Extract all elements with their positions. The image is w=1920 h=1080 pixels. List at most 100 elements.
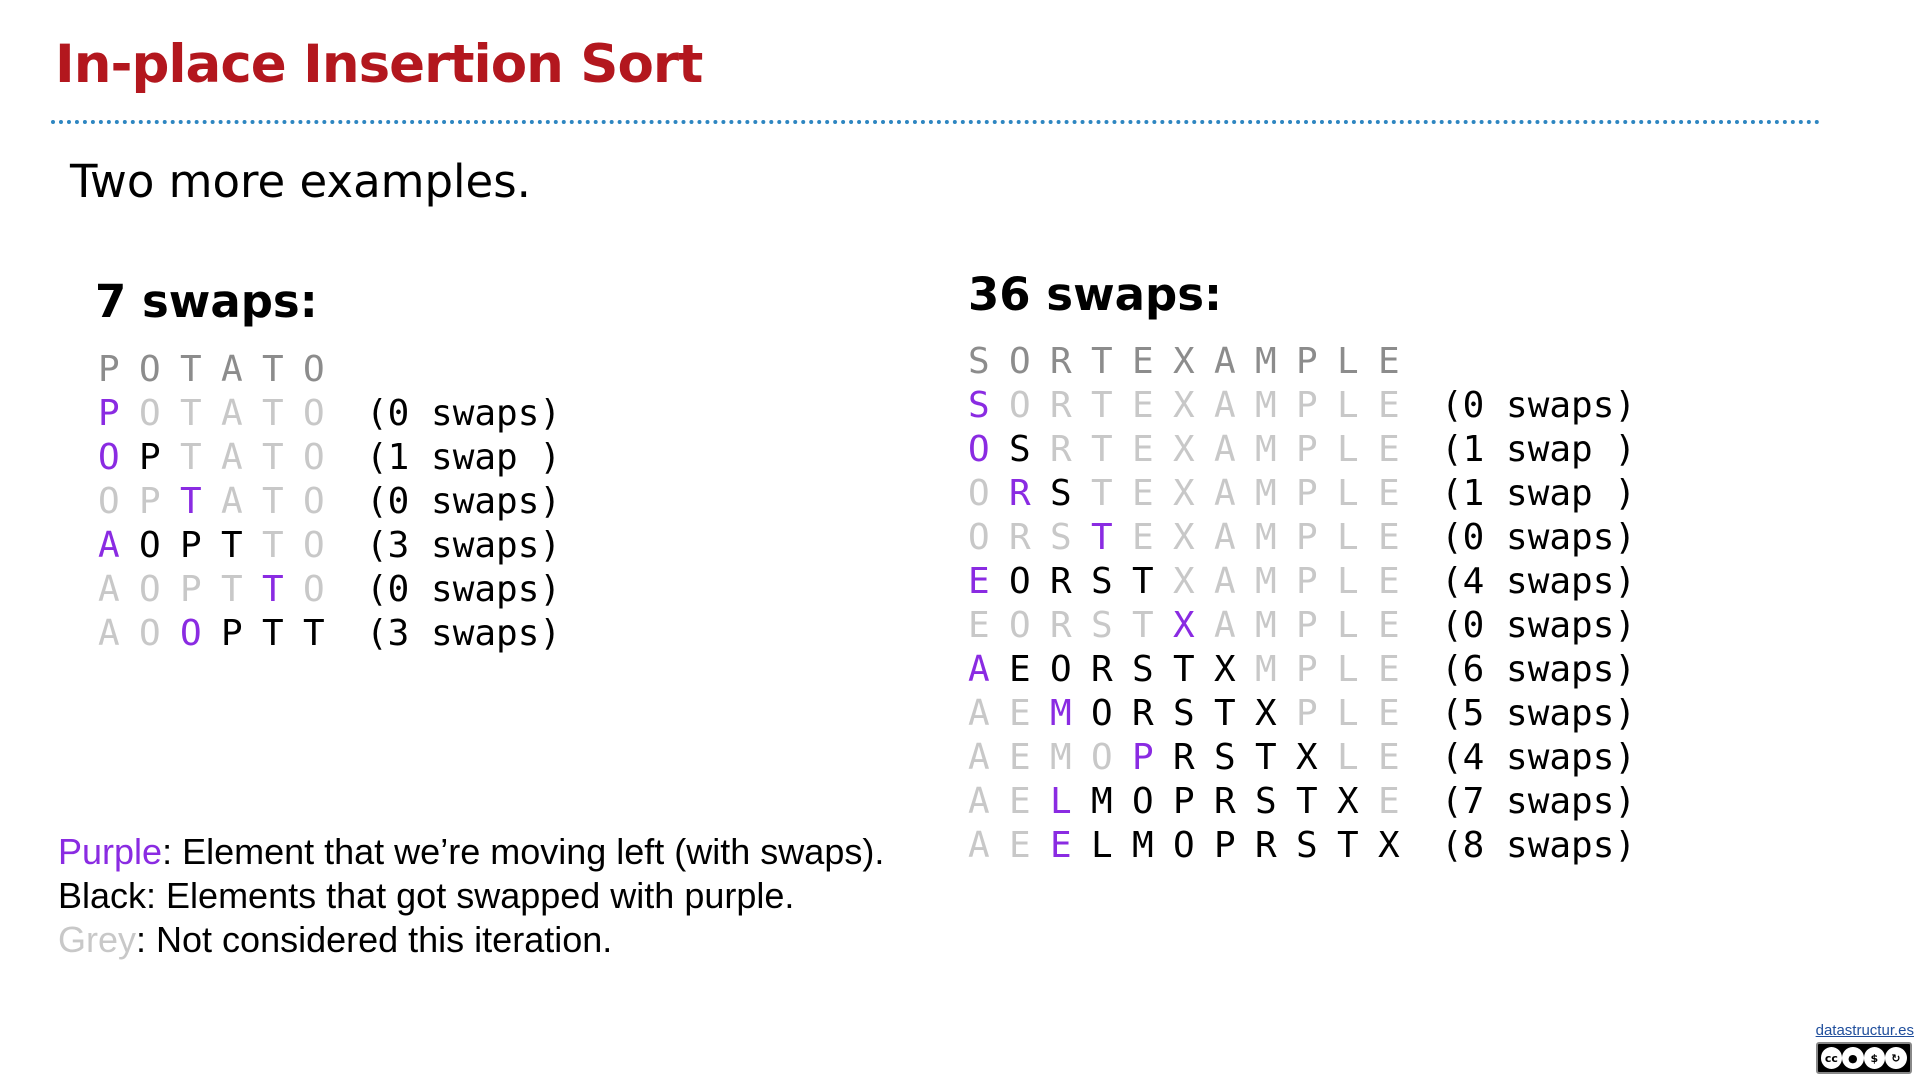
trace-letter: R xyxy=(1009,517,1031,558)
trace-letter: E xyxy=(1009,649,1031,690)
color-legend: Purple: Element that we’re moving left (… xyxy=(58,830,884,962)
trace-letter: T xyxy=(180,393,202,434)
trace-letter: T xyxy=(262,613,284,654)
trace-letter: O xyxy=(968,473,990,514)
trace-letter: T xyxy=(1091,517,1113,558)
trace-letter: A xyxy=(968,693,990,734)
trace-letter: S xyxy=(1132,649,1154,690)
trace-letter: E xyxy=(1009,781,1031,822)
trace-letter: X xyxy=(1214,649,1236,690)
trace-letter: R xyxy=(1050,385,1072,426)
cc-icon: cc xyxy=(1820,1047,1843,1069)
trace-letter: P xyxy=(139,437,161,478)
trace-letter: P xyxy=(1296,649,1318,690)
trace-letter: M xyxy=(1255,429,1277,470)
trace-letter: X xyxy=(1173,473,1195,514)
trace-letter: L xyxy=(1050,781,1072,822)
trace-letter: E xyxy=(1378,781,1400,822)
trace-letter: O xyxy=(139,393,161,434)
trace-letter: A xyxy=(98,613,120,654)
trace-letter: R xyxy=(1050,341,1072,382)
trace-letter: E xyxy=(1132,341,1154,382)
trace-letter: S xyxy=(1296,825,1318,866)
trace-letter: T xyxy=(1173,649,1195,690)
trace-letter: P xyxy=(139,481,161,522)
cc-by-nc-sa-icon: cc ● $ ↻ xyxy=(1815,1042,1912,1074)
trace-letter: T xyxy=(221,569,243,610)
legend-purple-text: : Element that we’re moving left (with s… xyxy=(162,831,885,872)
nc-icon: $ xyxy=(1863,1047,1886,1069)
trace-letter: O xyxy=(1009,605,1031,646)
trace-letter: A xyxy=(1214,341,1236,382)
trace-letter: L xyxy=(1337,341,1359,382)
trace-letter: L xyxy=(1337,429,1359,470)
trace-letter: M xyxy=(1255,561,1277,602)
trace-letter: E xyxy=(1378,649,1400,690)
trace-letter: E xyxy=(1009,825,1031,866)
trace-letter: O xyxy=(180,613,202,654)
swap-count: (0 swaps) xyxy=(366,481,562,522)
credit-block: datastructur.es cc ● $ ↻ xyxy=(1815,1022,1914,1074)
trace-letter: S xyxy=(1091,561,1113,602)
trace-letter: T xyxy=(1091,429,1113,470)
trace-letter: T xyxy=(180,437,202,478)
trace-letter: A xyxy=(968,737,990,778)
trace-letter: X xyxy=(1255,693,1277,734)
trace-letter: X xyxy=(1173,341,1195,382)
trace-letter: O xyxy=(1009,385,1031,426)
trace-letter: O xyxy=(1009,561,1031,602)
trace-letter: E xyxy=(1378,561,1400,602)
trace-letter: A xyxy=(968,649,990,690)
trace-letter: L xyxy=(1091,825,1113,866)
trace-letter: M xyxy=(1132,825,1154,866)
credit-link[interactable]: datastructur.es xyxy=(1815,1022,1914,1039)
trace-letter: O xyxy=(1132,781,1154,822)
trace-letter: A xyxy=(1214,385,1236,426)
trace-letter: O xyxy=(139,349,161,390)
trace-letter: R xyxy=(1091,649,1113,690)
sa-icon: ↻ xyxy=(1885,1047,1907,1069)
legend-purple: Purple: Element that we’re moving left (… xyxy=(58,830,884,874)
trace-letter: A xyxy=(98,525,120,566)
trace-letter: R xyxy=(1050,429,1072,470)
swap-count: (3 swaps) xyxy=(366,525,562,566)
example1-heading: 7 swaps: xyxy=(95,275,318,328)
trace-letter: R xyxy=(1050,561,1072,602)
legend-grey-text: : Not considered this iteration. xyxy=(136,919,613,960)
trace-letter: O xyxy=(1091,693,1113,734)
legend-black-text: Black: Elements that got swapped with pu… xyxy=(58,875,795,916)
trace-letter: T xyxy=(1255,737,1277,778)
slide-subtitle: Two more examples. xyxy=(70,155,531,208)
swap-count: (4 swaps) xyxy=(1441,737,1637,778)
legend-black: Black: Elements that got swapped with pu… xyxy=(58,874,884,918)
trace-letter: T xyxy=(1296,781,1318,822)
trace-letter: P xyxy=(98,349,120,390)
trace-letter: X xyxy=(1378,825,1400,866)
trace-letter: R xyxy=(1009,473,1031,514)
trace-letter: P xyxy=(98,393,120,434)
trace-letter: M xyxy=(1255,385,1277,426)
trace-letter: A xyxy=(1214,473,1236,514)
swap-count: (6 swaps) xyxy=(1441,649,1637,690)
trace-letter: T xyxy=(180,349,202,390)
trace-letter: R xyxy=(1132,693,1154,734)
trace-letter: O xyxy=(303,437,325,478)
trace-letter: R xyxy=(1214,781,1236,822)
trace-letter: T xyxy=(221,525,243,566)
trace-letter: P xyxy=(1296,561,1318,602)
trace-letter: S xyxy=(968,341,990,382)
trace-letter: O xyxy=(1050,649,1072,690)
trace-letter: O xyxy=(139,613,161,654)
trace-letter: M xyxy=(1255,473,1277,514)
trace-letter: L xyxy=(1337,473,1359,514)
trace-letter: S xyxy=(1214,737,1236,778)
trace-letter: T xyxy=(1132,561,1154,602)
trace-letter: L xyxy=(1337,737,1359,778)
trace-letter: T xyxy=(1132,605,1154,646)
